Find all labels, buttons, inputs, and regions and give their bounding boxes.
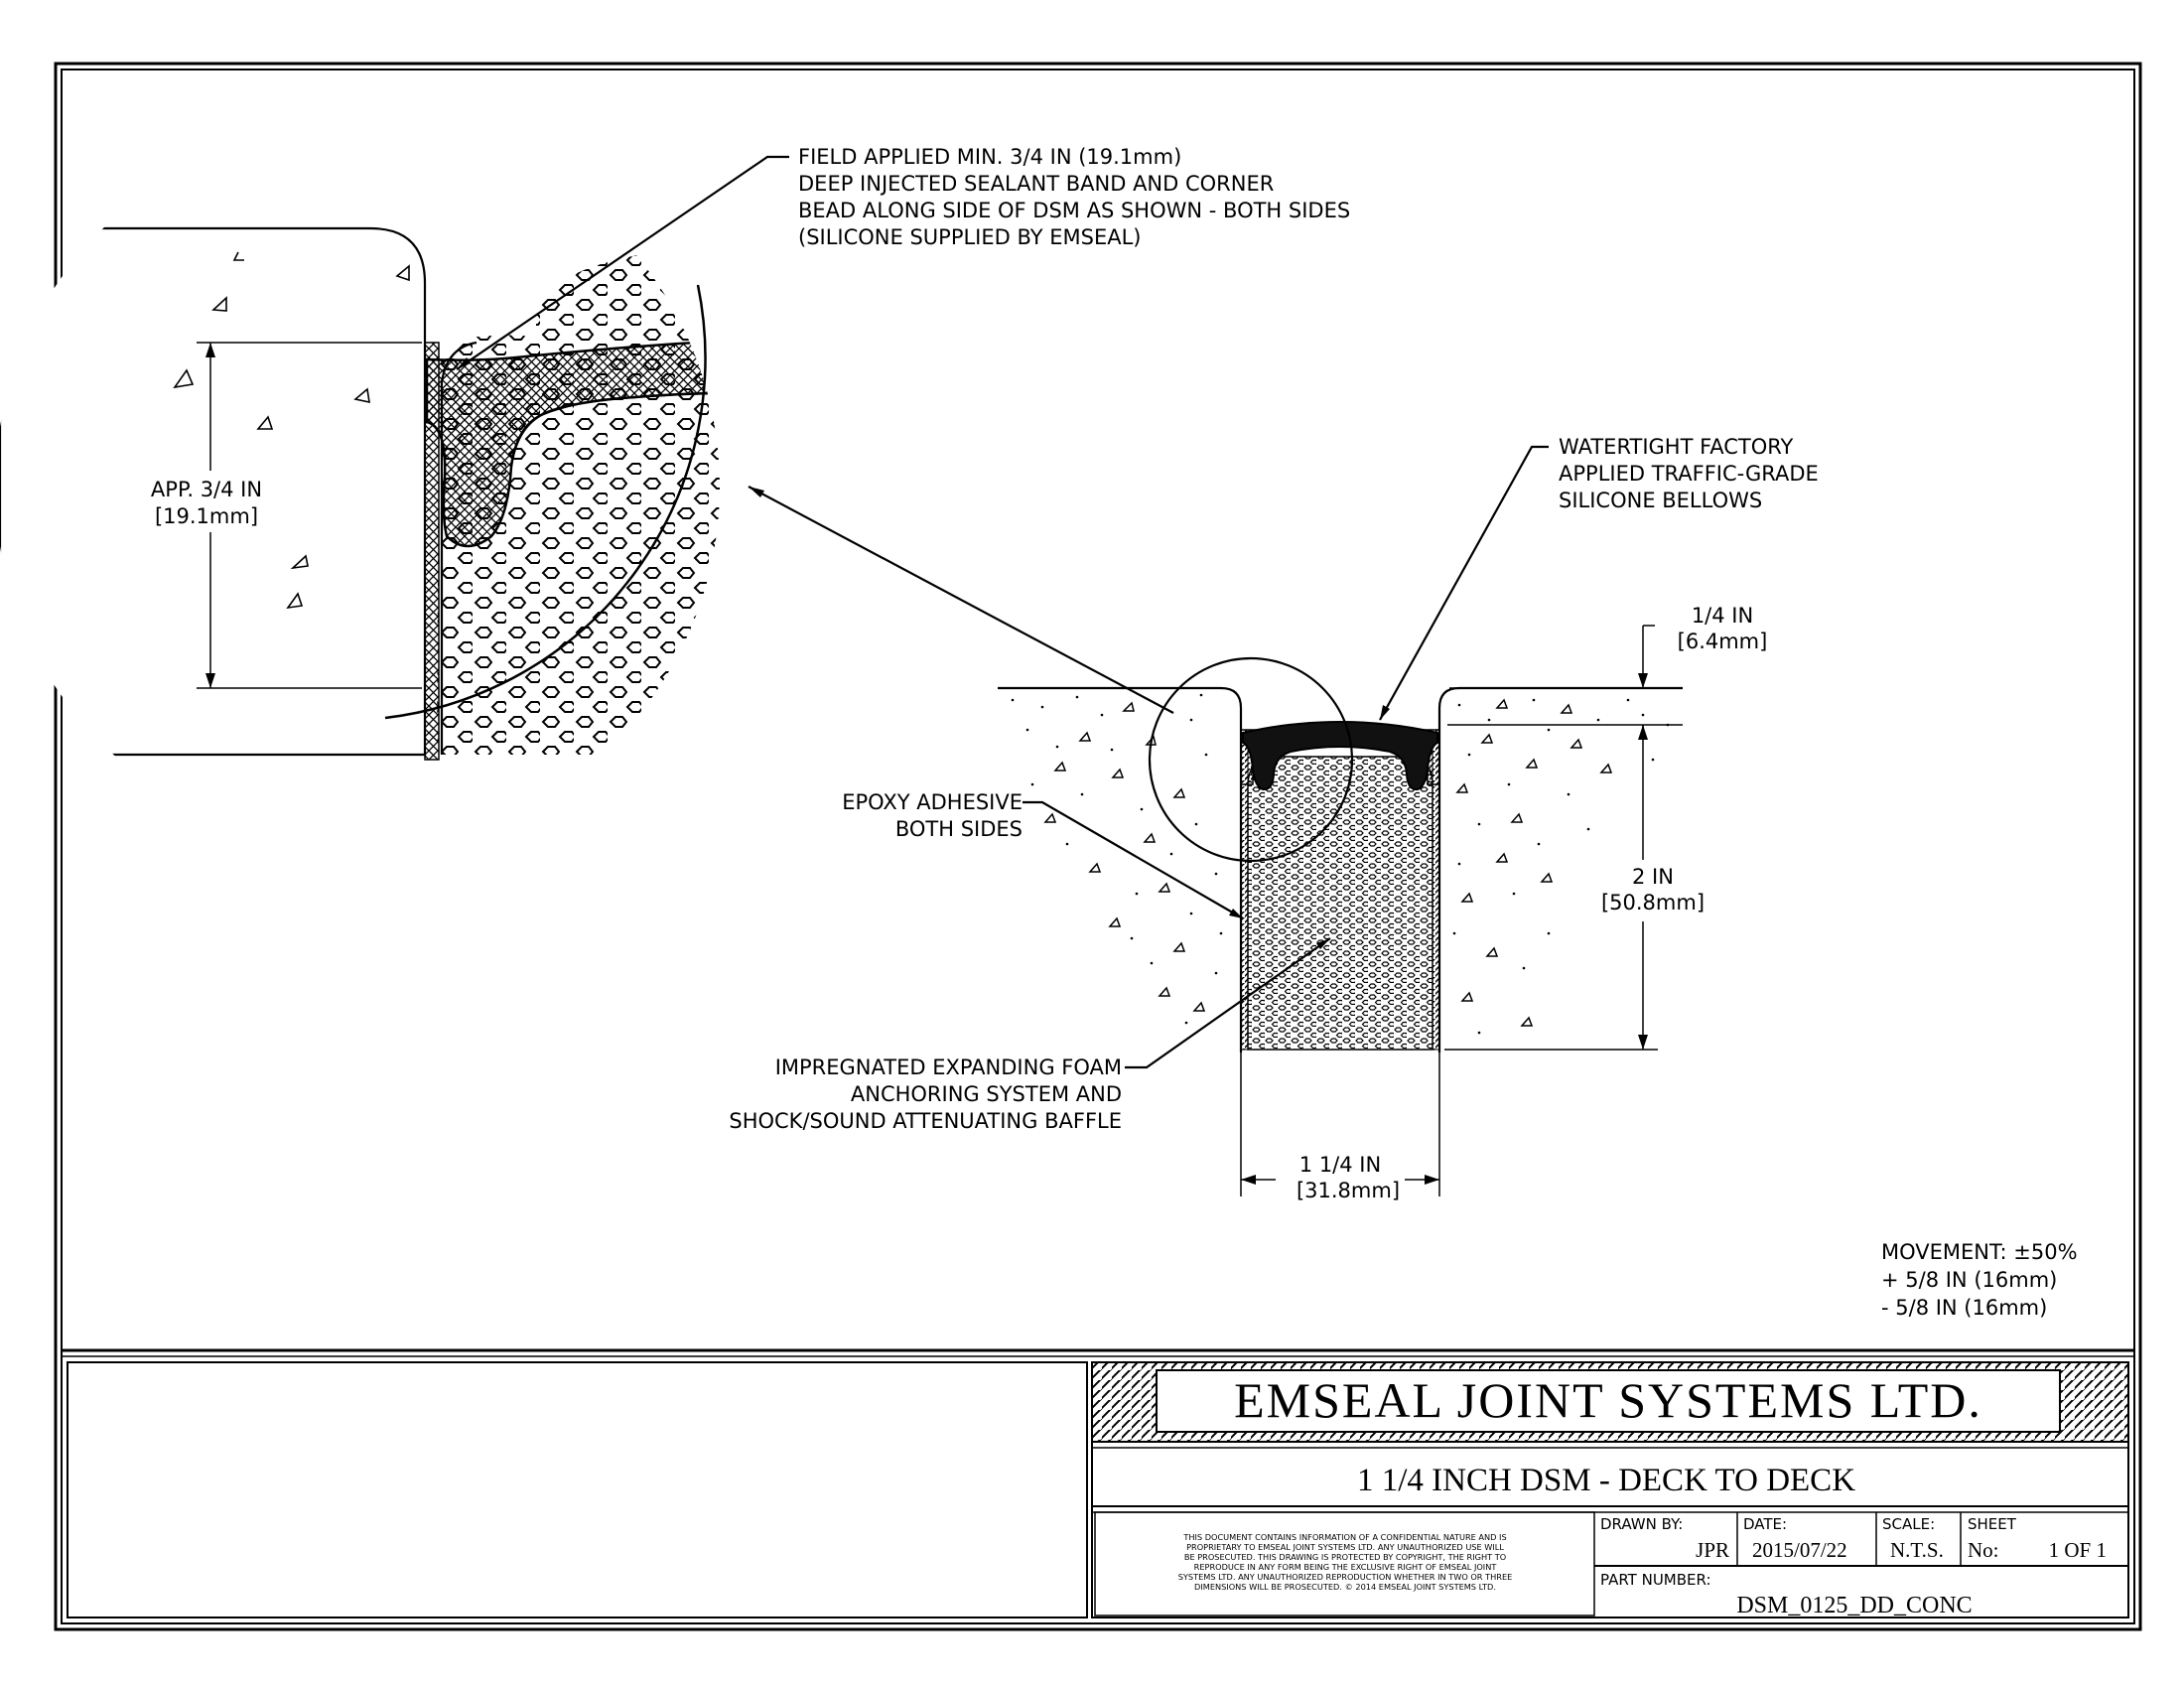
detail-reference-leader: [748, 486, 1174, 714]
detail-depth-dim: APP. 3/4 IN: [151, 478, 262, 501]
bellows-callout-line: APPLIED TRAFFIC-GRADE: [1559, 462, 1819, 486]
foam-callout-line: ANCHORING SYSTEM AND: [851, 1082, 1122, 1106]
movement-line: + 5/8 IN (16mm): [1881, 1268, 2057, 1292]
title-block: EMSEAL JOINT SYSTEMS LTD. 1 1/4 INCH DSM…: [67, 1361, 2129, 1618]
epoxy-strip-left: [1240, 739, 1249, 1051]
dim-recess: 1/4 IN [6.4mm]: [1447, 604, 1767, 740]
sheet-label: SHEET: [1968, 1515, 2017, 1533]
detail-reference-circle: [1148, 656, 1354, 863]
drawn-by-value: JPR: [1696, 1538, 1729, 1562]
sheet-value: 1 OF 1: [2049, 1538, 2107, 1562]
drawn-by-label: DRAWN BY:: [1600, 1515, 1683, 1533]
width-dim: 1 1/4 IN: [1299, 1153, 1381, 1177]
sealant-callout-line: FIELD APPLIED MIN. 3/4 IN (19.1mm): [798, 145, 1181, 169]
notes-box: [67, 1361, 1088, 1618]
disclaimer-line: DIMENSIONS WILL BE PROSECUTED. © 2014 EM…: [1194, 1582, 1496, 1592]
dim-depth: 2 IN [50.8mm]: [1444, 725, 1712, 1051]
disclaimer: THIS DOCUMENT CONTAINS INFORMATION OF A …: [1178, 1532, 1513, 1592]
disclaimer-line: SYSTEMS LTD. ANY UNAUTHORIZED REPRODUCTI…: [1178, 1572, 1513, 1582]
recess-dim: 1/4 IN: [1692, 604, 1753, 628]
movement-note: MOVEMENT: ±50% + 5/8 IN (16mm) - 5/8 IN …: [1881, 1240, 2078, 1320]
callout-epoxy: EPOXY ADHESIVE BOTH SIDES: [842, 790, 1244, 919]
callout-foam: IMPREGNATED EXPANDING FOAM ANCHORING SYS…: [729, 937, 1331, 1133]
depth-dim: 2 IN: [1632, 865, 1674, 889]
dim-width: 1 1/4 IN [31.8mm]: [1240, 1053, 1440, 1202]
disclaimer-line: REPRODUCE IN ANY FORM BEING THE EXCLUSIV…: [1194, 1562, 1498, 1572]
movement-line: MOVEMENT: ±50%: [1881, 1240, 2078, 1264]
disclaimer-line: THIS DOCUMENT CONTAINS INFORMATION OF A …: [1182, 1532, 1506, 1542]
sealant-callout-line: (SILICONE SUPPLIED BY EMSEAL): [798, 225, 1142, 249]
detail-aggregate: [173, 251, 410, 610]
width-dim-metric: [31.8mm]: [1297, 1179, 1400, 1202]
detail-enlargement: APP. 3/4 IN [19.1mm]: [0, 226, 720, 761]
detail-epoxy-strip: [424, 342, 440, 761]
detail-depth-dim-metric: [19.1mm]: [155, 504, 258, 528]
left-deck-edge: [998, 686, 1243, 1053]
date-label: DATE:: [1743, 1515, 1787, 1533]
sealant-callout-line: DEEP INJECTED SEALANT BAND AND CORNER: [798, 172, 1274, 196]
disclaimer-line: BE PROSECUTED. THIS DRAWING IS PROTECTED…: [1184, 1552, 1506, 1562]
movement-line: - 5/8 IN (16mm): [1881, 1296, 2047, 1320]
sealant-callout-line: BEAD ALONG SIDE OF DSM AS SHOWN - BOTH S…: [798, 199, 1350, 222]
foam-body: [1247, 756, 1433, 1051]
sheet-no-label: No:: [1968, 1538, 1999, 1562]
part-number-value: DSM_0125_DD_CONC: [1736, 1593, 1972, 1618]
joint-section: [998, 656, 1683, 1053]
epoxy-callout-line: BOTH SIDES: [895, 817, 1023, 841]
epoxy-callout-line: EPOXY ADHESIVE: [842, 790, 1023, 814]
scale-label: SCALE:: [1882, 1515, 1935, 1533]
foam-callout-line: IMPREGNATED EXPANDING FOAM: [775, 1055, 1122, 1079]
sheet-border: [54, 62, 2142, 1631]
callout-bellows: WATERTIGHT FACTORY APPLIED TRAFFIC-GRADE…: [1379, 435, 1819, 721]
bellows-callout-line: WATERTIGHT FACTORY: [1559, 435, 1794, 459]
drawing-title: 1 1/4 INCH DSM - DECK TO DECK: [1357, 1463, 1855, 1498]
epoxy-strip-right: [1432, 739, 1440, 1051]
disclaimer-line: PROPRIETARY TO EMSEAL JOINT SYSTEMS LTD.…: [1186, 1542, 1504, 1552]
right-concrete-aggregate: [1455, 698, 1613, 1027]
bellows-callout-line: SILICONE BELLOWS: [1559, 489, 1762, 512]
company-name: EMSEAL JOINT SYSTEMS LTD.: [1234, 1372, 1982, 1428]
scale-value: N.T.S.: [1890, 1538, 1944, 1562]
date-value: 2015/07/22: [1752, 1538, 1847, 1562]
part-number-label: PART NUMBER:: [1600, 1571, 1711, 1589]
left-concrete-aggregate: [1043, 701, 1206, 1012]
depth-dim-metric: [50.8mm]: [1601, 891, 1705, 914]
silicone-bellows: [1242, 720, 1438, 791]
recess-dim-metric: [6.4mm]: [1678, 630, 1768, 653]
callout-sealant-band: FIELD APPLIED MIN. 3/4 IN (19.1mm) DEEP …: [456, 145, 1350, 370]
left-concrete-stipple: [1011, 693, 1223, 1025]
foam-callout-line: SHOCK/SOUND ATTENUATING BAFFLE: [729, 1109, 1122, 1133]
